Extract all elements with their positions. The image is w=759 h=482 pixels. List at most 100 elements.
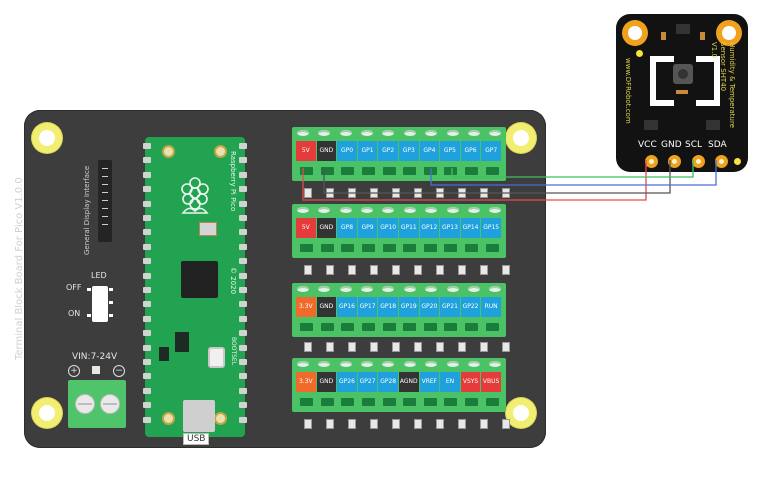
sensor-mount-hole bbox=[622, 20, 648, 46]
indicator-led bbox=[392, 188, 400, 198]
pico-gpio-pad bbox=[143, 272, 151, 279]
indicator-led bbox=[502, 265, 510, 275]
terminal-pin-gp28: GP28 bbox=[378, 372, 398, 392]
indicator-led bbox=[370, 419, 378, 429]
indicator-led bbox=[458, 342, 466, 352]
vin-label: VIN:7-24V bbox=[72, 352, 118, 362]
pico-gpio-pad bbox=[143, 387, 151, 394]
sensor-version: V1.0 bbox=[710, 42, 718, 58]
switch-pad bbox=[87, 288, 91, 291]
micro-usb-port[interactable] bbox=[183, 400, 215, 432]
pico-regulator bbox=[175, 332, 189, 352]
pico-gpio-pad bbox=[239, 301, 247, 308]
indicator-leds-row bbox=[304, 265, 510, 275]
screw-row[interactable] bbox=[292, 358, 506, 370]
indicator-led bbox=[304, 419, 312, 429]
switch-pad bbox=[109, 301, 113, 304]
terminal-pin-gp27: GP27 bbox=[357, 372, 378, 392]
indicator-led bbox=[348, 342, 356, 352]
indicator-led bbox=[326, 419, 334, 429]
terminal-pin-gp15: GP15 bbox=[481, 218, 501, 238]
terminal-pin-agnd: AGND bbox=[398, 372, 419, 392]
indicator-led bbox=[458, 419, 466, 429]
indicator-led bbox=[436, 342, 444, 352]
screw-row[interactable] bbox=[292, 127, 506, 139]
raspberry-pi-pico: Raspberry Pi Pico © 2020 BOOTSEL bbox=[143, 137, 247, 437]
sensor-title-line1: Humidity & Temperature bbox=[728, 42, 736, 128]
indicator-led bbox=[326, 188, 334, 198]
indicator-led bbox=[502, 419, 510, 429]
display-interface-label: General Display Interface bbox=[83, 165, 91, 255]
mounting-hole-bottom-left bbox=[32, 398, 62, 428]
pico-gpio-pad bbox=[239, 373, 247, 380]
display-interface-connector bbox=[98, 160, 112, 242]
indicator-led bbox=[348, 188, 356, 198]
pico-component bbox=[159, 347, 169, 361]
sensor-pin-vcc[interactable] bbox=[645, 155, 658, 168]
indicator-led bbox=[458, 188, 466, 198]
indicator-led bbox=[436, 265, 444, 275]
indicator-led bbox=[414, 342, 422, 352]
led-toggle-switch[interactable] bbox=[92, 286, 108, 322]
terminal-pin-gp10: GP10 bbox=[378, 218, 398, 238]
pico-left-castellations bbox=[143, 143, 151, 433]
indicator-led bbox=[370, 342, 378, 352]
terminal-pin-gp0: GP0 bbox=[337, 141, 357, 161]
terminal-pin-gp12: GP12 bbox=[419, 218, 440, 238]
pico-gpio-pad bbox=[239, 402, 247, 409]
pico-gpio-pad bbox=[143, 315, 151, 322]
indicator-led bbox=[304, 265, 312, 275]
screw-row[interactable] bbox=[292, 283, 506, 295]
pico-gpio-pad bbox=[143, 402, 151, 409]
sht40-sensor-opening bbox=[678, 69, 688, 79]
mounting-hole-bottom-right bbox=[506, 398, 536, 428]
terminal-pin-gp26: GP26 bbox=[337, 372, 357, 392]
sensor-mosfet bbox=[706, 120, 720, 130]
wire-holes[interactable] bbox=[296, 323, 502, 333]
indicator-led bbox=[414, 265, 422, 275]
terminal-pin-5v: 5V bbox=[296, 218, 316, 238]
pico-gpio-pad bbox=[239, 171, 247, 178]
raspberry-logo-icon bbox=[181, 177, 209, 214]
indicator-led bbox=[480, 419, 488, 429]
indicator-led bbox=[304, 342, 312, 352]
terminal-pin-gnd: GND bbox=[316, 372, 337, 392]
sensor-dot bbox=[734, 158, 741, 165]
pico-gpio-pad bbox=[239, 315, 247, 322]
mounting-hole-top-right bbox=[506, 123, 536, 153]
pico-gpio-pad bbox=[143, 143, 151, 149]
sensor-dot bbox=[636, 50, 643, 57]
screw-terminal[interactable] bbox=[100, 394, 120, 414]
sensor-title-line2: Sensor SHT40 bbox=[719, 42, 727, 92]
indicator-led bbox=[370, 265, 378, 275]
pico-gpio-pad bbox=[239, 258, 247, 265]
indicator-led bbox=[480, 265, 488, 275]
sht40-sensor-board: Humidity & Temperature Sensor SHT40 V1.0… bbox=[616, 14, 748, 172]
wire-holes[interactable] bbox=[296, 244, 502, 254]
wire-holes[interactable] bbox=[296, 167, 502, 177]
terminal-pin-en: EN bbox=[440, 372, 460, 392]
pico-gpio-pad bbox=[239, 243, 247, 250]
screw-terminal[interactable] bbox=[75, 394, 95, 414]
sensor-pin-sda[interactable] bbox=[715, 155, 728, 168]
terminal-pin-gp11: GP11 bbox=[398, 218, 419, 238]
pico-gpio-pad bbox=[143, 287, 151, 293]
sensor-pin-scl[interactable] bbox=[692, 155, 705, 168]
screw-row[interactable] bbox=[292, 204, 506, 216]
sensor-pin-gnd[interactable] bbox=[668, 155, 681, 168]
terminal-pin-gp21: GP21 bbox=[440, 297, 460, 317]
sensor-regulator bbox=[676, 24, 690, 34]
power-led bbox=[92, 366, 100, 374]
indicator-leds-row bbox=[304, 342, 510, 352]
sensor-capacitor bbox=[700, 32, 705, 40]
terminal-pin-gnd: GND bbox=[316, 141, 337, 161]
pico-gpio-pad bbox=[239, 200, 247, 207]
bootsel-button[interactable] bbox=[208, 347, 225, 368]
indicator-led bbox=[370, 188, 378, 198]
pico-gpio-pad bbox=[239, 272, 247, 279]
indicator-led bbox=[326, 342, 334, 352]
wire-holes[interactable] bbox=[296, 398, 502, 408]
pico-gpio-pad bbox=[239, 143, 247, 149]
